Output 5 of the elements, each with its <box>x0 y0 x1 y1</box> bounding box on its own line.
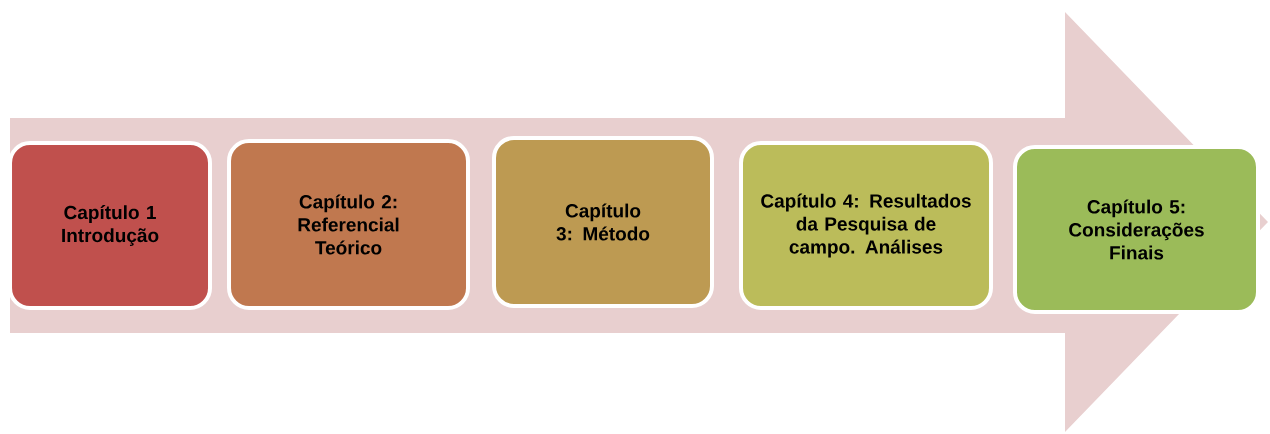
chapter-box: Capítulo 4: Resultados da Pesquisa de campo. Análises <box>739 141 993 310</box>
chapter-box: Capítulo 2: Referencial Teórico <box>227 139 470 310</box>
chapter-box: Capítulo 3: Método <box>492 136 714 308</box>
chapter-box: Capítulo 5: Considerações Finais <box>1013 145 1260 314</box>
chapter-box: Capítulo 1 Introdução <box>8 141 212 310</box>
